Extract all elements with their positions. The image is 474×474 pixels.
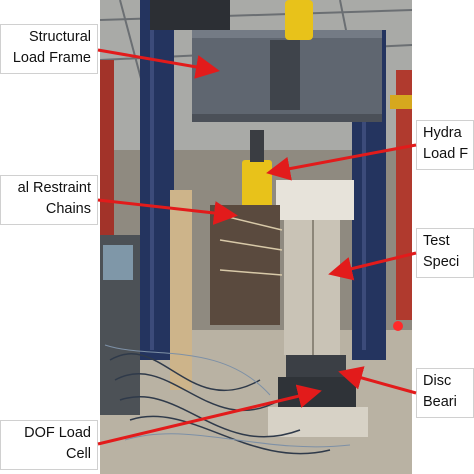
label-hydraulic-load: Hydra Load F [416,120,474,170]
monitor [103,245,133,280]
load-cell-base [278,377,356,407]
hydraulic-actuator [242,160,272,210]
label-line-2: Load Frame [12,50,91,66]
load-head-block [276,180,354,220]
top-beam-dark [150,0,230,30]
timber-post [170,190,192,390]
label-line-2: Beari [423,394,457,410]
label-line-2: Cell [66,446,91,462]
top-actuator-yellow [285,0,313,40]
plinth [268,407,368,437]
label-restraint-chains: al Restraint Chains [0,175,98,225]
label-disc-bearing: Disc Beari [416,368,474,418]
label-line-2: Load F [423,146,469,162]
label-structural-load-frame: Structural Load Frame [0,24,98,74]
reaction-wall [210,205,280,325]
label-line-1: Disc [423,373,452,389]
test-rig-photo [100,0,412,474]
label-line-1: DOF Load [24,425,91,441]
label-line-1: Structural [28,29,91,45]
beam-bolt-columns [270,40,300,110]
label-line-2: Chains [45,201,91,217]
yellow-beam [390,95,412,109]
photo-illustration [100,0,412,474]
label-line-1: al Restraint [17,180,91,196]
column-bolts [150,20,366,350]
disc-bearing [286,355,346,377]
blue-column-left [140,0,174,360]
indicator-light [393,321,403,331]
label-line-1: Test [423,233,450,249]
label-load-cell: DOF Load Cell [0,420,98,470]
label-line-1: Hydra [423,125,462,141]
label-test-specimen: Test Speci [416,228,474,278]
label-line-2: Speci [423,254,460,270]
